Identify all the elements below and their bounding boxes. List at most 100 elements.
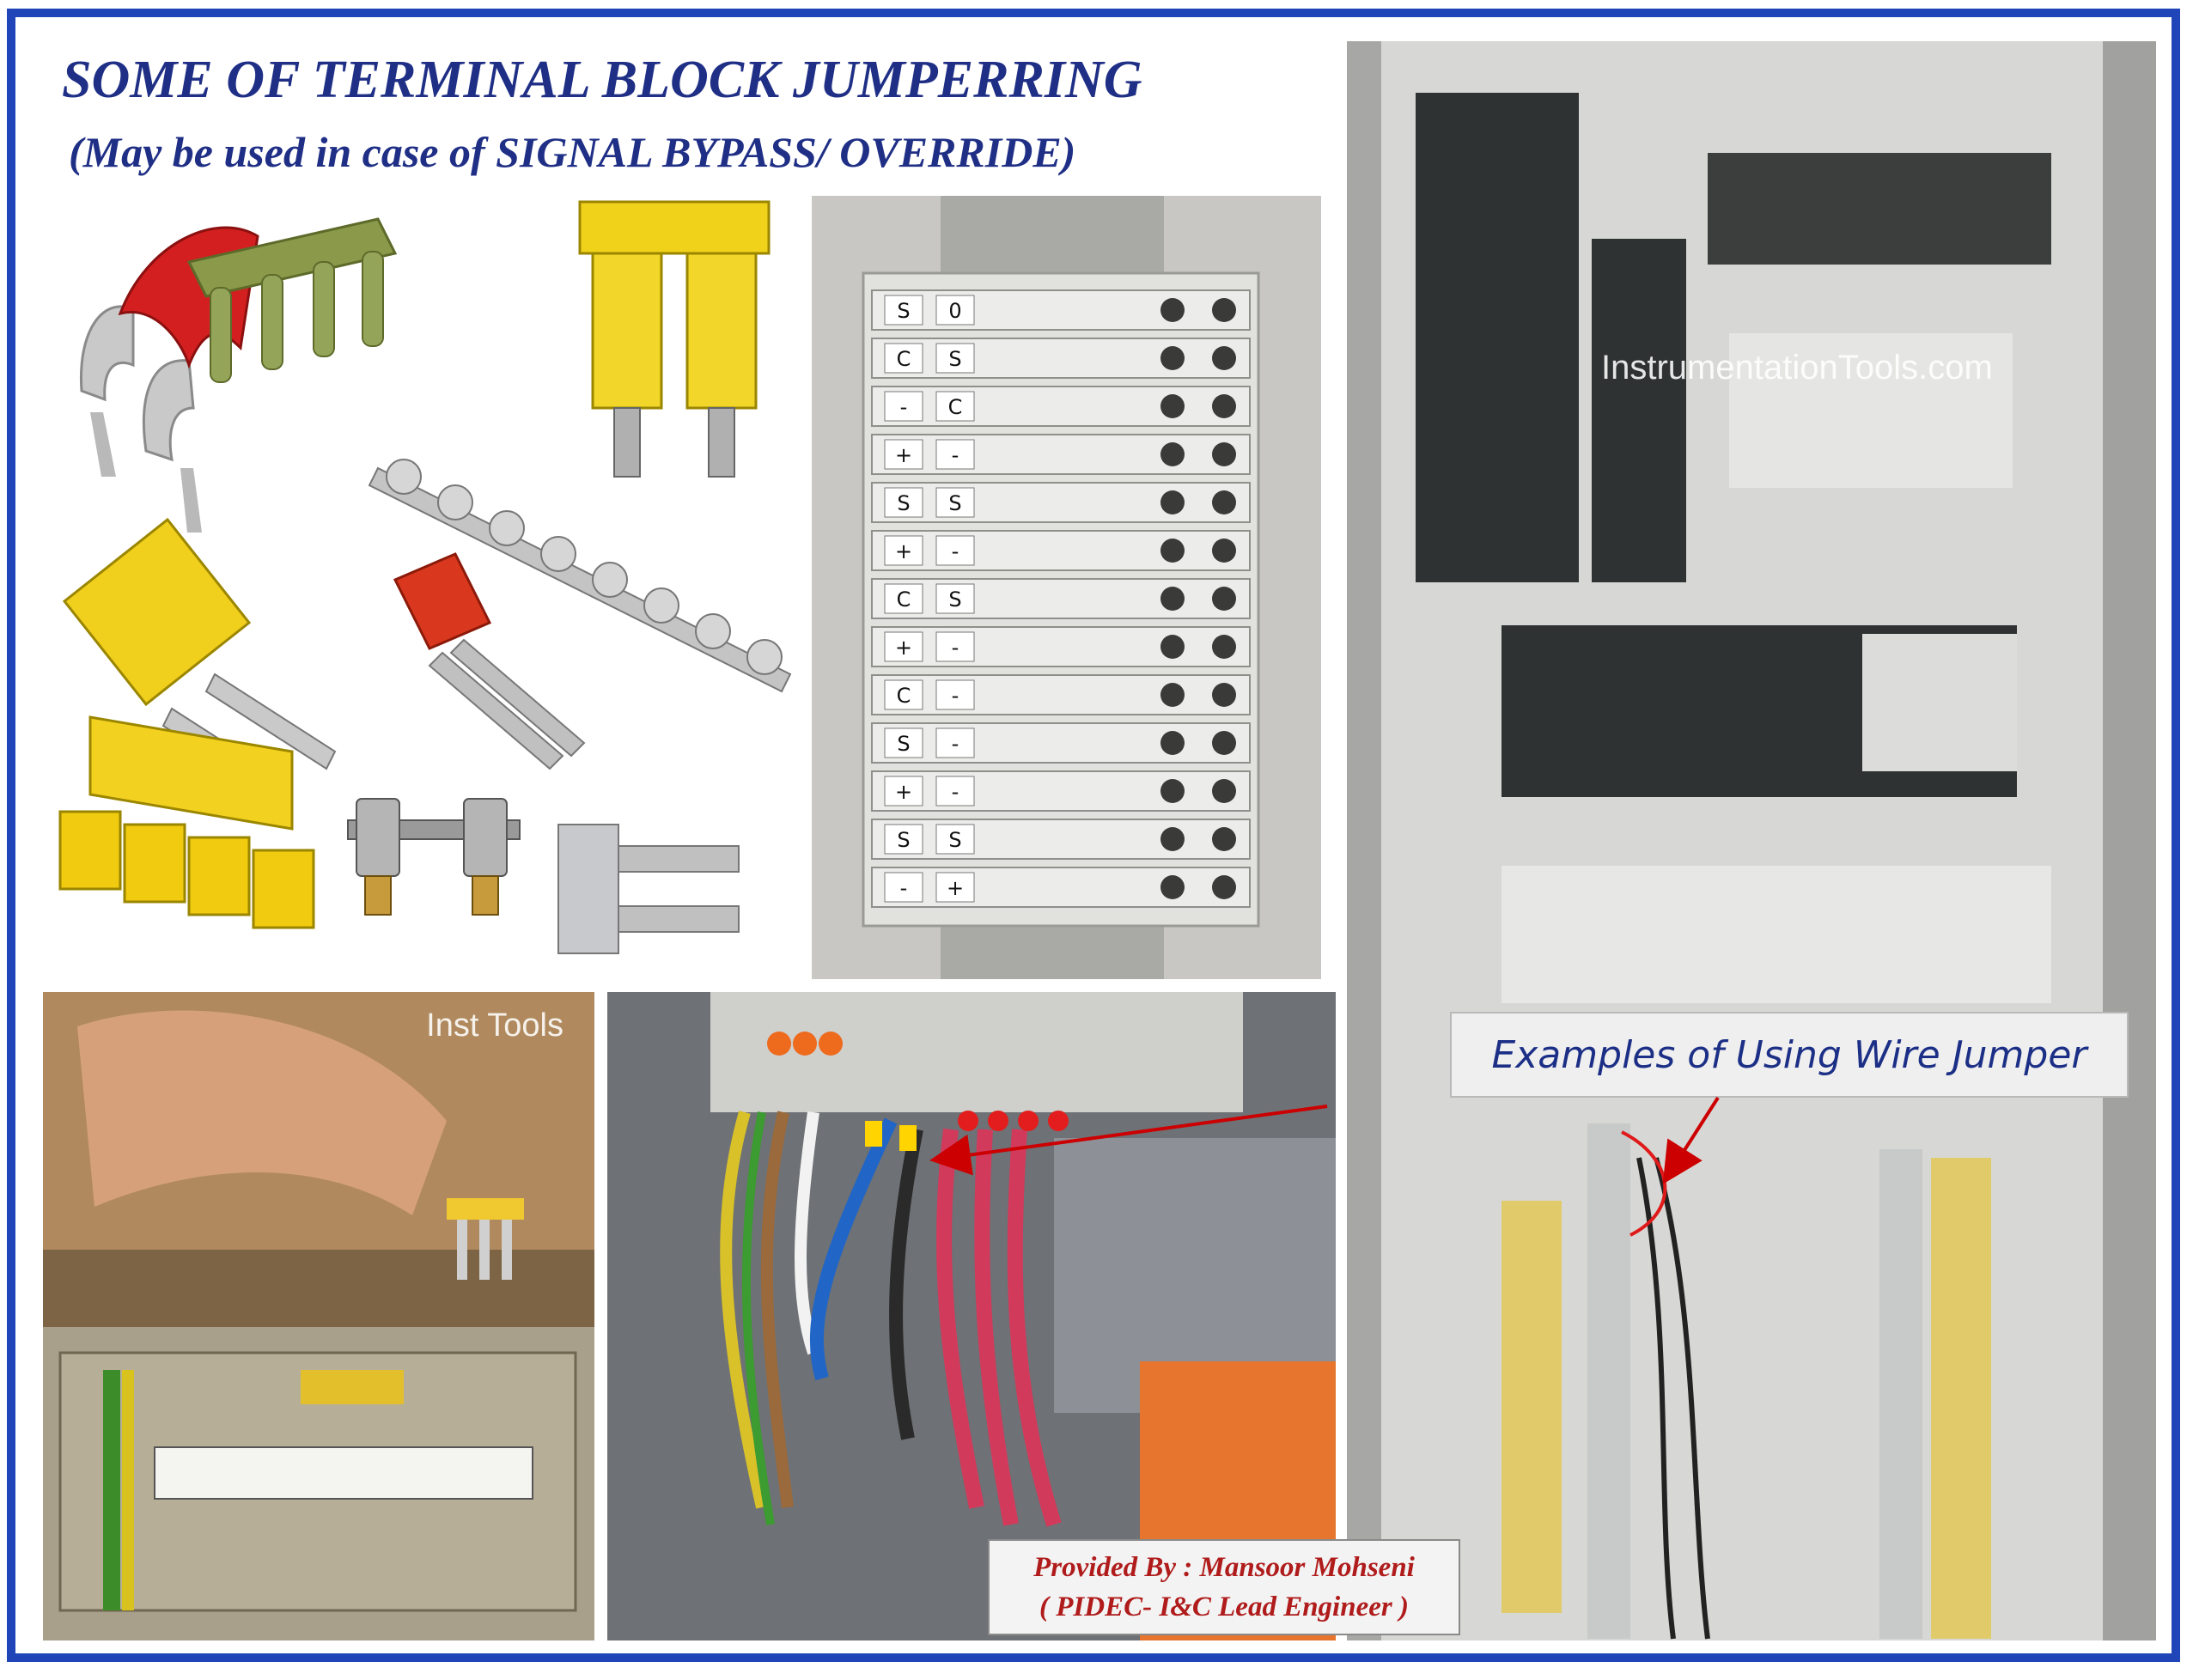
credit-box: Provided By : Mansoor Mohseni ( PIDEC- I… (988, 1539, 1460, 1635)
terminal-marker-tag (884, 295, 923, 326)
arrow-to-cabinet (1662, 1096, 1720, 1184)
terminal-screw-hole (1212, 539, 1236, 563)
terminal-screw-hole (1212, 587, 1236, 611)
terminal-marker-text: - (952, 684, 959, 708)
terminal-marker-tag (884, 776, 923, 807)
terminal-marker-tag (884, 872, 923, 903)
terminal-screw-hole (1212, 346, 1236, 370)
terminal-marker-text: S (948, 347, 961, 371)
control-cabinet-photo: InstrumentationTools.com (1347, 41, 2156, 1640)
wiring-closeup-illustration (607, 992, 1336, 1640)
terminal-marker-tag (935, 391, 975, 422)
terminal-marker-text: S (948, 491, 961, 515)
hand-jumper-illustration (43, 992, 594, 1640)
terminal-row (871, 722, 1251, 764)
terminal-marker-tag (884, 439, 923, 470)
terminal-row (871, 338, 1251, 379)
terminal-marker-tag (935, 295, 975, 326)
terminal-screw-hole (1160, 875, 1185, 899)
red-plug-jumper-image (393, 552, 586, 770)
terminal-marker-text: + (895, 539, 912, 563)
terminal-screw-hole (1160, 827, 1185, 851)
terminal-marker-tag (935, 535, 975, 566)
terminal-marker-text: + (947, 876, 964, 900)
terminal-row (871, 819, 1251, 860)
hand-jumper-photo: Inst Tools (43, 992, 594, 1640)
yellow-four-pole-jumper-image (58, 715, 315, 929)
terminal-marker-tag (935, 776, 975, 807)
terminal-row (871, 674, 1251, 715)
terminal-marker-tag (884, 727, 923, 758)
terminal-screw-hole (1212, 298, 1236, 322)
terminal-marker-text: S (897, 732, 910, 756)
terminal-marker-tag (935, 439, 975, 470)
terminal-marker-tag (884, 583, 923, 614)
terminal-marker-text: 0 (948, 299, 961, 323)
terminal-screw-hole (1212, 875, 1236, 899)
terminal-marker-tag (884, 679, 923, 710)
terminal-row (871, 578, 1251, 619)
terminal-marker-text: S (897, 491, 910, 515)
terminal-screw-hole (1160, 442, 1185, 466)
arrow-to-wiring (929, 1105, 1328, 1176)
terminal-marker-tag (935, 679, 975, 710)
terminal-marker-tag (935, 487, 975, 518)
terminal-marker-text: - (952, 539, 959, 563)
terminal-marker-tag (884, 535, 923, 566)
terminal-row (871, 530, 1251, 571)
terminal-screw-hole (1160, 394, 1185, 418)
grey-plug-jumper-image (557, 824, 740, 954)
terminal-marker-text: - (900, 395, 908, 419)
inst-tools-watermark: Inst Tools (426, 1007, 563, 1044)
terminal-row (871, 482, 1251, 523)
site-watermark: InstrumentationTools.com (1601, 349, 1993, 387)
terminal-marker-text: S (897, 299, 910, 323)
terminal-screw-hole (1160, 298, 1185, 322)
terminal-screw-hole (1212, 394, 1236, 418)
terminal-screw-hole (1212, 490, 1236, 514)
credit-author: Provided By : Mansoor Mohseni (1033, 1552, 1415, 1583)
terminal-marker-tag (935, 583, 975, 614)
wiring-closeup-photo (607, 992, 1336, 1640)
terminal-marker-tag (884, 824, 923, 855)
terminal-marker-text: + (895, 443, 912, 467)
terminal-screw-hole (1212, 827, 1236, 851)
green-comb-jumper-image (186, 217, 398, 383)
terminal-marker-text: - (900, 876, 908, 900)
terminal-screw-hole (1160, 731, 1185, 755)
terminal-row (871, 386, 1251, 427)
control-cabinet-illustration (1347, 41, 2156, 1640)
terminal-screw-hole (1160, 683, 1185, 707)
terminal-screw-hole (1160, 587, 1185, 611)
terminal-row (871, 434, 1251, 475)
terminal-marker-tag (935, 824, 975, 855)
terminal-marker-text: C (897, 587, 911, 612)
terminal-screw-hole (1160, 539, 1185, 563)
terminal-screw-hole (1212, 683, 1236, 707)
terminal-marker-text: S (897, 828, 910, 852)
brass-screw-bridge-image (347, 798, 521, 916)
terminal-marker-text: - (952, 732, 959, 756)
terminal-marker-text: C (897, 347, 911, 371)
terminal-marker-text: - (952, 636, 959, 660)
silver-screw-jumper-image (368, 459, 792, 693)
terminal-marker-text: C (948, 395, 963, 419)
terminal-marker-tag (935, 343, 975, 374)
terminal-screw-hole (1160, 635, 1185, 659)
terminal-marker-text: S (948, 828, 961, 852)
page-title: SOME OF TERMINAL BLOCK JUMPERRING (62, 51, 1142, 109)
terminal-screw-hole (1212, 779, 1236, 803)
terminal-screw-hole (1212, 442, 1236, 466)
terminal-marker-tag (935, 631, 975, 662)
wire-jumper-callout: Examples of Using Wire Jumper (1450, 1012, 2129, 1098)
terminal-marker-tag (935, 872, 975, 903)
terminal-marker-text: C (897, 684, 911, 708)
terminal-screw-hole (1160, 779, 1185, 803)
terminal-marker-tag (884, 487, 923, 518)
terminal-marker-text: - (952, 780, 959, 804)
terminal-marker-tag (884, 391, 923, 422)
terminal-row (871, 867, 1251, 908)
terminal-screw-hole (1160, 490, 1185, 514)
terminal-screw-hole (1160, 346, 1185, 370)
